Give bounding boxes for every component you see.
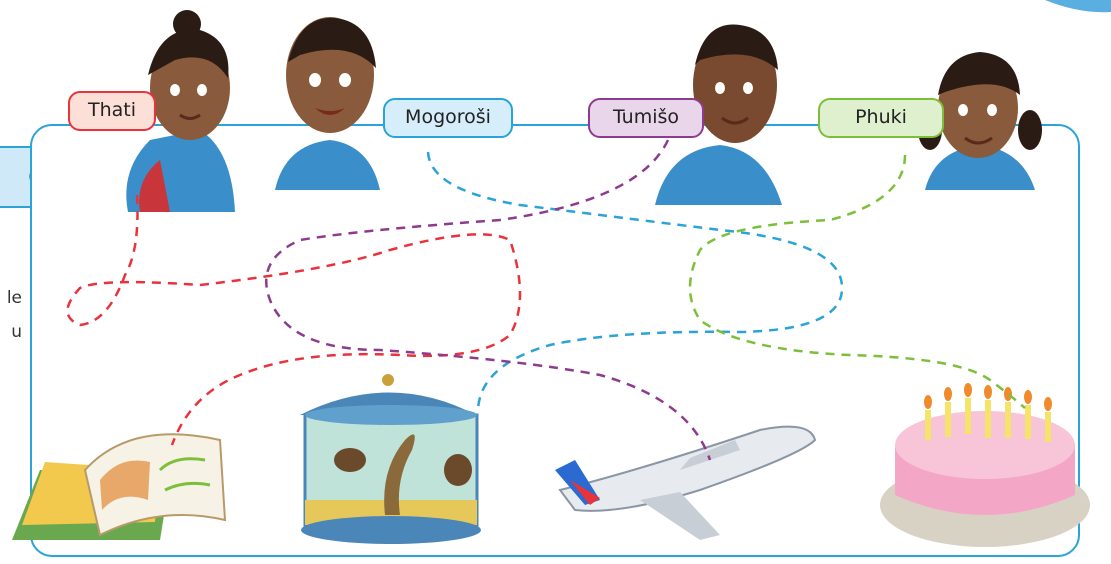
label-mogorosi-text: Mogoroši	[405, 106, 491, 128]
label-thati: Thati	[68, 91, 156, 131]
zoo-cage-monkeys-icon	[300, 374, 481, 544]
label-mogorosi: Mogoroši	[383, 98, 513, 138]
label-tumiso: Tumišo	[588, 98, 704, 138]
label-thati-text: Thati	[88, 99, 136, 121]
birthday-cake-icon	[880, 383, 1090, 547]
airplane-icon	[555, 427, 815, 540]
child-boy-illustration	[275, 17, 380, 190]
label-phuki-text: Phuki	[855, 106, 907, 128]
label-phuki: Phuki	[818, 98, 944, 138]
books-icon	[12, 434, 225, 540]
label-tumiso-text: Tumišo	[613, 106, 679, 128]
corner-decoration	[1045, 0, 1111, 12]
